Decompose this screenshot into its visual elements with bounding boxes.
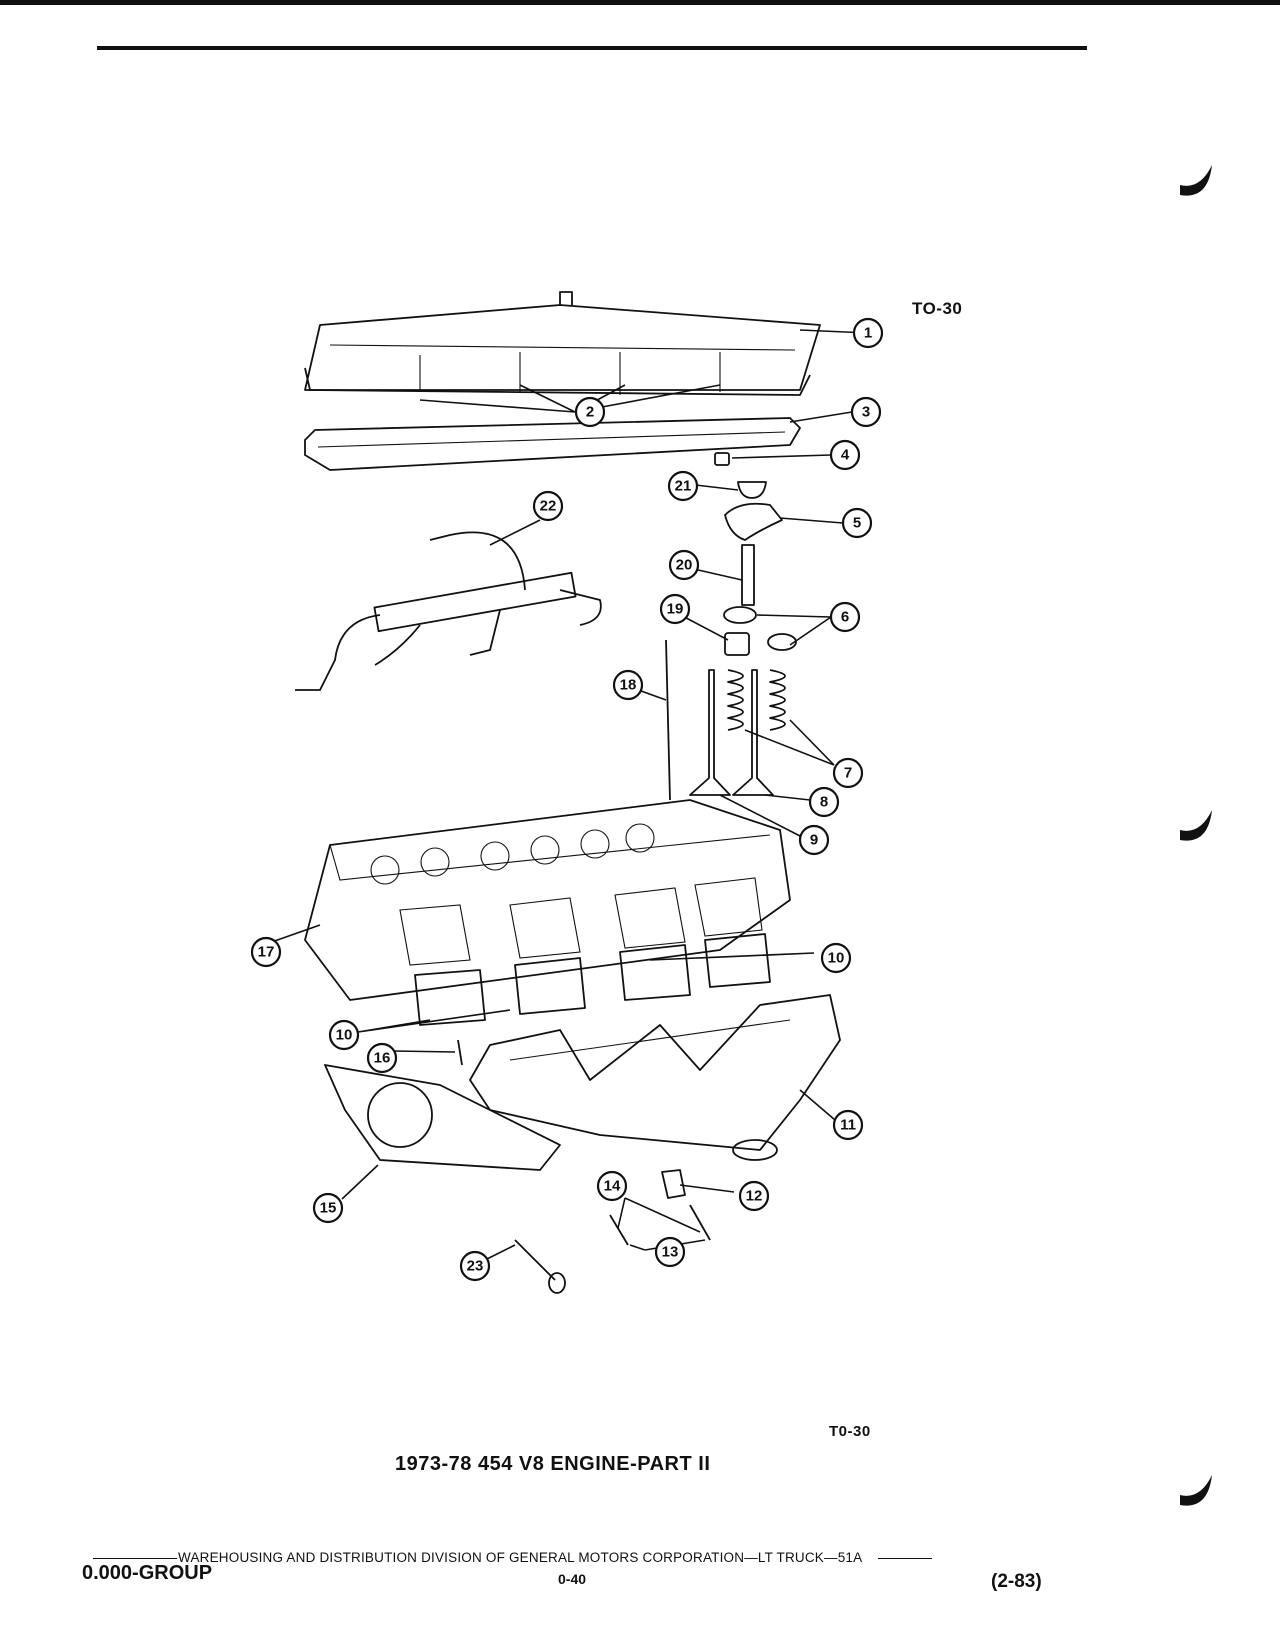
part-fuel-lines: [295, 531, 602, 691]
callout-5: 5: [841, 507, 873, 539]
svg-text:9: 9: [810, 832, 818, 849]
callout-15: 15: [312, 1192, 344, 1224]
figure-code-bottom: T0-30: [829, 1423, 871, 1440]
footer-page-number: 0-40: [558, 1571, 587, 1587]
footer-text: WAREHOUSING AND DISTRIBUTION DIVISION OF…: [178, 1550, 863, 1565]
figure-caption: 1973-78 454 V8 ENGINE-PART II: [395, 1453, 711, 1475]
footer-line: WAREHOUSING AND DISTRIBUTION DIVISION OF…: [93, 1550, 1083, 1565]
svg-text:16: 16: [374, 1050, 391, 1067]
callout-13: 13: [654, 1236, 686, 1268]
callout-10-left: 10: [328, 1019, 360, 1051]
callout-11: 11: [832, 1109, 864, 1141]
footer-group: 0.000-GROUP: [82, 1562, 213, 1584]
part-dowel-pin: [514, 1239, 556, 1281]
callout-8: 8: [808, 786, 840, 818]
part-spring-cap: [723, 606, 757, 624]
part-nut: [714, 452, 730, 466]
page-top-edge: [0, 0, 1280, 5]
svg-text:22: 22: [540, 498, 557, 515]
part-rocker-arm: [724, 502, 783, 541]
svg-text:21: 21: [675, 478, 692, 495]
callout-14: 14: [596, 1170, 628, 1202]
part-exhaust-valve: [732, 669, 774, 796]
header-rule: [97, 46, 1087, 50]
svg-text:7: 7: [844, 765, 852, 782]
callout-6: 6: [829, 601, 861, 633]
part-head-gasket: [324, 1064, 561, 1171]
svg-text:11: 11: [840, 1117, 856, 1134]
part-cylinder-head: [304, 799, 791, 1001]
svg-text:10: 10: [828, 950, 845, 967]
callout-7: 7: [832, 757, 864, 789]
part-exhaust-manifold: [469, 994, 841, 1161]
edge-mark-icon: [1180, 165, 1212, 196]
callout-3: 3: [850, 396, 882, 428]
part-spark-plug-shield: [661, 1169, 686, 1199]
callout-19: 19: [659, 593, 691, 625]
callout-9: 9: [798, 824, 830, 856]
svg-text:4: 4: [841, 447, 850, 464]
footer-date: (2-83): [991, 1571, 1042, 1592]
part-valve-springs: [727, 669, 786, 731]
figure-code-top: TO-30: [912, 299, 963, 318]
callout-4: 4: [829, 439, 861, 471]
footer-dash-right: [878, 1557, 933, 1559]
part-manifold-bolt: [689, 1204, 711, 1241]
svg-text:17: 17: [258, 944, 275, 961]
svg-text:20: 20: [676, 557, 693, 574]
part-rocker-ball: [737, 481, 767, 499]
part-manifold-stud: [457, 1039, 463, 1066]
svg-text:14: 14: [604, 1178, 621, 1195]
part-valve-cover: [304, 291, 821, 396]
part-valve-cover-gasket: [304, 417, 801, 471]
svg-text:1: 1: [864, 325, 872, 342]
callout-12: 12: [738, 1180, 770, 1212]
svg-text:5: 5: [853, 515, 861, 532]
part-rocker-stud: [741, 544, 755, 606]
callout-22: 22: [532, 490, 564, 522]
svg-text:23: 23: [467, 1258, 484, 1275]
callout-16: 16: [366, 1042, 398, 1074]
svg-text:12: 12: [746, 1188, 763, 1205]
edge-mark-icon: [1180, 1475, 1212, 1506]
part-intake-valve: [689, 669, 731, 796]
svg-text:13: 13: [662, 1244, 679, 1261]
svg-text:8: 8: [820, 794, 828, 811]
callout-23: 23: [459, 1250, 491, 1282]
svg-text:6: 6: [841, 609, 849, 626]
callout-20: 20: [668, 549, 700, 581]
callout-21: 21: [667, 470, 699, 502]
part-valve-lifter: [724, 632, 750, 656]
svg-text:18: 18: [620, 677, 637, 694]
svg-text:15: 15: [320, 1200, 337, 1217]
footer-dash-left: [93, 1557, 177, 1559]
callout-2: 2: [574, 396, 606, 428]
callout-18: 18: [612, 669, 644, 701]
callout-17: 17: [250, 936, 282, 968]
leader-lines: [265, 329, 869, 1261]
callout-1: 1: [852, 317, 884, 349]
svg-text:3: 3: [862, 404, 870, 421]
callout-10-right: 10: [820, 942, 852, 974]
part-push-rod: [665, 639, 671, 801]
part-spring-cap: [767, 633, 797, 651]
svg-text:2: 2: [586, 404, 594, 421]
part-manifold-bolt: [609, 1214, 629, 1246]
svg-text:19: 19: [667, 601, 684, 618]
svg-text:10: 10: [336, 1027, 353, 1044]
part-exhaust-gaskets: [414, 933, 771, 1026]
edge-mark-icon: [1180, 810, 1212, 841]
